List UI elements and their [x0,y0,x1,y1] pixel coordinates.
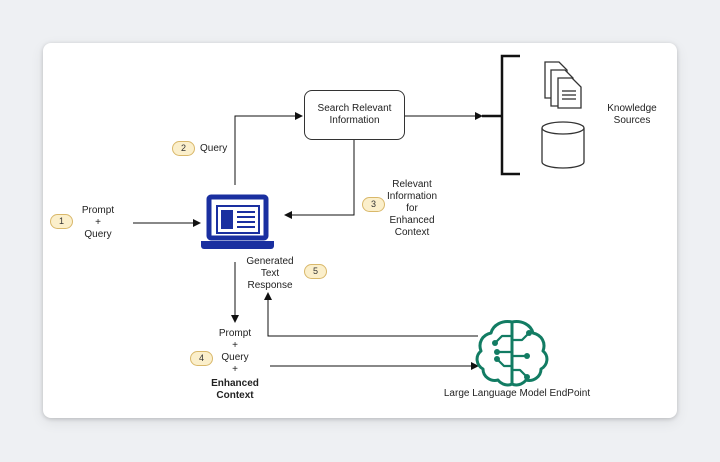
edge-llm-to-generated [264,292,478,337]
edge-laptop-to-search [234,112,303,185]
knowledge-sources-label: Knowledge Sources [607,103,657,126]
step-badge-2: 2 [172,141,195,156]
enhanced-context-label: Enhanced Context [211,378,259,401]
relevant-information-label: Relevant Information for Enhanced Contex… [386,179,438,238]
brain-circuit-icon [475,320,549,387]
step-badge-3: 3 [362,197,385,212]
search-relevant-information-node: Search Relevant Information [304,90,405,140]
knowledge-bracket [500,54,520,176]
prompt-query-label: Prompt + Query [81,205,115,240]
document-stack-icon [544,61,582,109]
step-badge-1: 1 [50,214,73,229]
edge-search-to-laptop [284,140,355,219]
step-badge-5: 5 [304,264,327,279]
step-badge-4: 4 [190,351,213,366]
prompt-query-plus-label: Prompt + Query + [218,328,252,375]
laptop-icon [201,194,274,249]
query-edge-label: Query [200,143,228,154]
generated-response-label: Generated Text Response [246,256,294,291]
llm-endpoint-label: Large Language Model EndPoint [443,388,591,399]
database-icon [541,121,585,169]
